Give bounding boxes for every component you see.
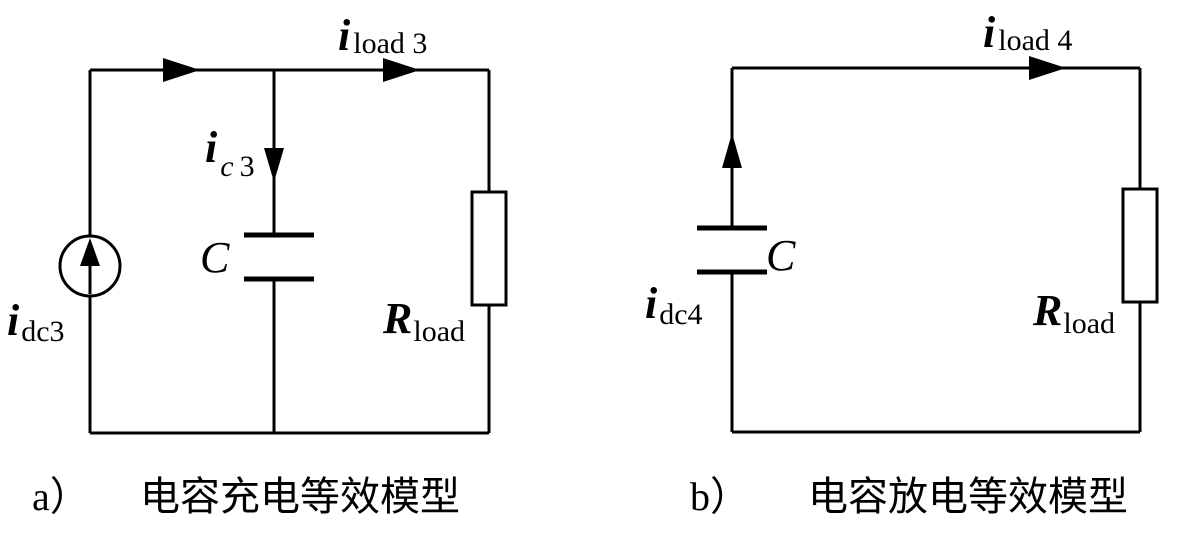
resistor-a [470, 190, 508, 307]
caption-a-letter: a） [32, 474, 90, 519]
current-arrow-a-top-left [163, 58, 200, 82]
caption-a-text: 电容充电等效模型 [140, 474, 460, 520]
current-arrow-a-capacitor [264, 148, 284, 182]
current-source-arrow [80, 238, 100, 266]
label-i-dc3: idc3 [7, 296, 65, 348]
current-source [58, 234, 122, 298]
circuit-a-wires [88, 68, 491, 435]
capacitor-b [697, 225, 767, 275]
caption-b-text: 电容放电等效模型 [808, 474, 1128, 520]
caption-b-letter: b） [690, 474, 750, 519]
resistor-b [1121, 187, 1159, 304]
current-arrow-a-top-right [383, 58, 420, 82]
label-capacitor-a: C [200, 233, 230, 282]
label-i-dc4: idc4 [645, 279, 703, 331]
current-arrow-b-top [1029, 56, 1066, 80]
capacitor-a [244, 232, 314, 282]
label-r-load-a: Rload [382, 294, 465, 348]
label-capacitor-b: C [766, 231, 796, 280]
caption-b: b） 电容放电等效模型 [690, 474, 1128, 520]
current-arrow-b-capacitor [722, 133, 742, 168]
caption-a: a） 电容充电等效模型 [32, 474, 460, 520]
label-r-load-b: Rload [1032, 286, 1115, 340]
